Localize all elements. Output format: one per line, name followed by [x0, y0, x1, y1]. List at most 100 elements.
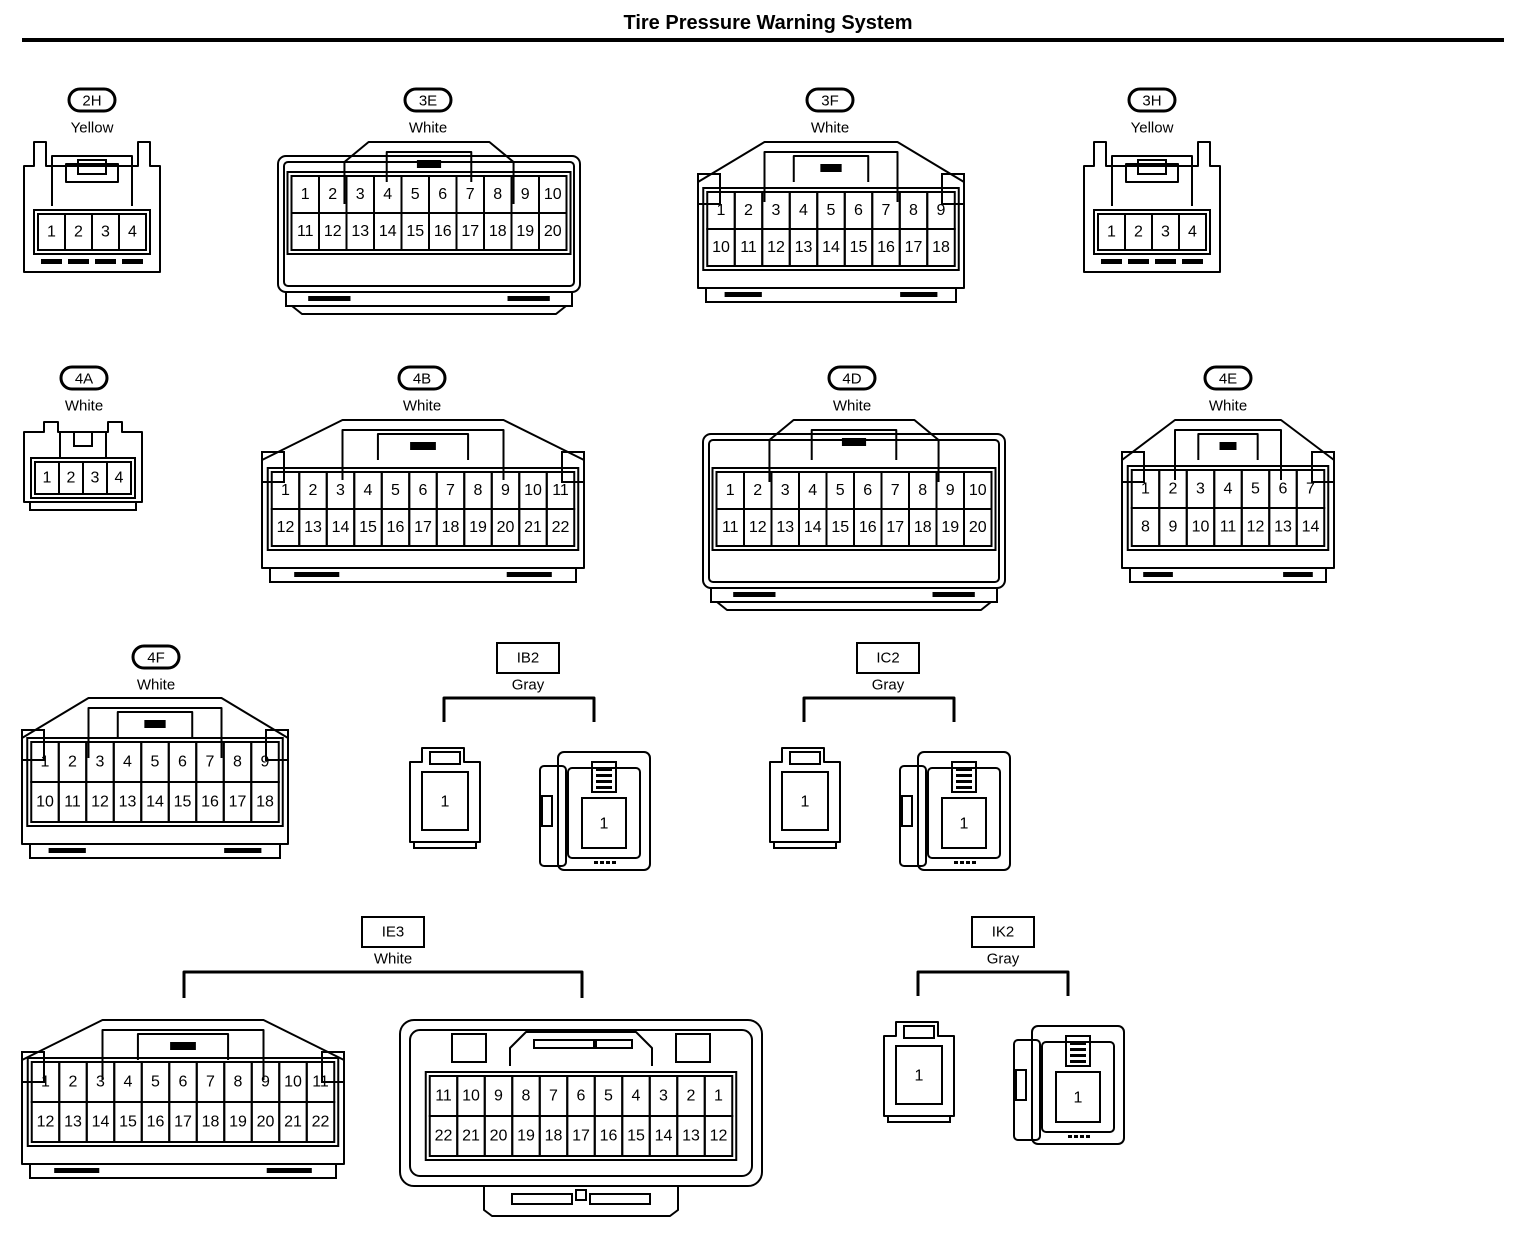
lock-slot [960, 861, 964, 864]
latch-frame [341, 429, 505, 480]
latch-rib [596, 774, 612, 777]
bottom-lip [291, 305, 567, 315]
pin-number: 18 [489, 223, 507, 240]
lock-slot [606, 861, 610, 864]
pin-cell [963, 508, 993, 547]
label-box [361, 916, 425, 948]
socket-housing [917, 751, 1011, 871]
plug-latch [429, 751, 461, 765]
pin-number: 14 [1302, 519, 1320, 536]
pin-number: 3 [96, 754, 105, 771]
latch-tab [77, 159, 107, 175]
pin-number: 22 [435, 1128, 453, 1145]
latch-slot [376, 433, 470, 460]
pin-number: 8 [234, 1074, 243, 1091]
latch-frame [101, 1029, 265, 1080]
pin-number: 4 [124, 1074, 133, 1091]
pin-cell [250, 781, 280, 823]
lock-slot [1128, 259, 1149, 264]
socket-latch [951, 761, 977, 793]
pin-number: 14 [332, 519, 350, 536]
connector-color: Yellow [71, 120, 114, 137]
pin-frame [26, 1057, 340, 1147]
pin-frame [33, 209, 151, 255]
pin-number: 2 [753, 482, 762, 499]
pin-number: 20 [544, 223, 562, 240]
pin-frame [702, 187, 960, 271]
pin-number: 14 [655, 1128, 673, 1145]
connector-color: White [374, 951, 412, 968]
pin-number: 16 [859, 519, 877, 536]
pin-number: 3 [659, 1088, 668, 1105]
bottom-slot [506, 572, 552, 577]
page-title: Tire Pressure Warning System [623, 12, 913, 34]
ie3-bracket [182, 970, 584, 998]
bottom-skirt [29, 501, 137, 511]
pin-number: 19 [941, 519, 959, 536]
bottom-skirt [705, 287, 957, 303]
plug-latch [903, 1025, 935, 1039]
pin-number: 1 [1107, 224, 1116, 241]
pin-number: 4 [1224, 481, 1233, 498]
pin-number: 10 [524, 482, 542, 499]
pin-number: 15 [831, 519, 849, 536]
socket-side [899, 765, 927, 867]
pin-number: 3 [1196, 481, 1205, 498]
connector-color: White [137, 677, 175, 694]
side-clip [1015, 1069, 1027, 1101]
lock-slot [1155, 259, 1176, 264]
pin-number: 12 [710, 1128, 728, 1145]
pin-number: 3 [336, 482, 345, 499]
pin-number: 7 [891, 482, 900, 499]
pin-number: 11 [1220, 519, 1237, 536]
pin-number: 1 [960, 816, 969, 833]
pin-number: 1 [717, 202, 726, 219]
lock-slot [954, 861, 958, 864]
pin-number: 12 [37, 1114, 55, 1131]
connector-id: 3E [419, 93, 437, 110]
pin-number: 9 [494, 1088, 503, 1105]
pin-number: 5 [151, 1074, 160, 1091]
connector-id: 4E [1219, 371, 1237, 388]
pin-number: 9 [937, 202, 946, 219]
latch-slot [533, 1039, 595, 1049]
plug-face [421, 771, 469, 831]
bottom-slot [48, 848, 86, 853]
pin-number: 3 [781, 482, 790, 499]
pin-number: 9 [1169, 519, 1178, 536]
pin-number: 20 [969, 519, 987, 536]
pin-number: 2 [328, 186, 337, 203]
pin-number: 8 [522, 1088, 531, 1105]
side-notch [21, 729, 45, 761]
pin-number: 12 [767, 239, 785, 256]
pin-number: 1 [43, 470, 52, 487]
pin-number: 5 [151, 754, 160, 771]
pin-number: 9 [521, 186, 530, 203]
latch-rib [1070, 1048, 1086, 1051]
pin-number: 17 [461, 223, 479, 240]
housing-inner [409, 1029, 753, 1177]
pin-number: 9 [261, 1074, 270, 1091]
lock-slot [600, 861, 604, 864]
pair-bracket [916, 970, 1070, 996]
latch-slot [1197, 433, 1259, 460]
pin-number: 1 [714, 1088, 723, 1105]
pin-number: 5 [391, 482, 400, 499]
pin-frame [266, 467, 580, 551]
pin-cell [106, 461, 132, 495]
pin-frame [1093, 209, 1211, 255]
label-oval [1203, 365, 1253, 391]
latch-slot [1125, 163, 1179, 183]
socket-housing [1031, 1025, 1125, 1145]
latch-slot [116, 711, 194, 738]
lock-slot [1080, 1135, 1084, 1138]
latch-slot [595, 1039, 633, 1049]
bottom-skirt [1129, 567, 1327, 583]
